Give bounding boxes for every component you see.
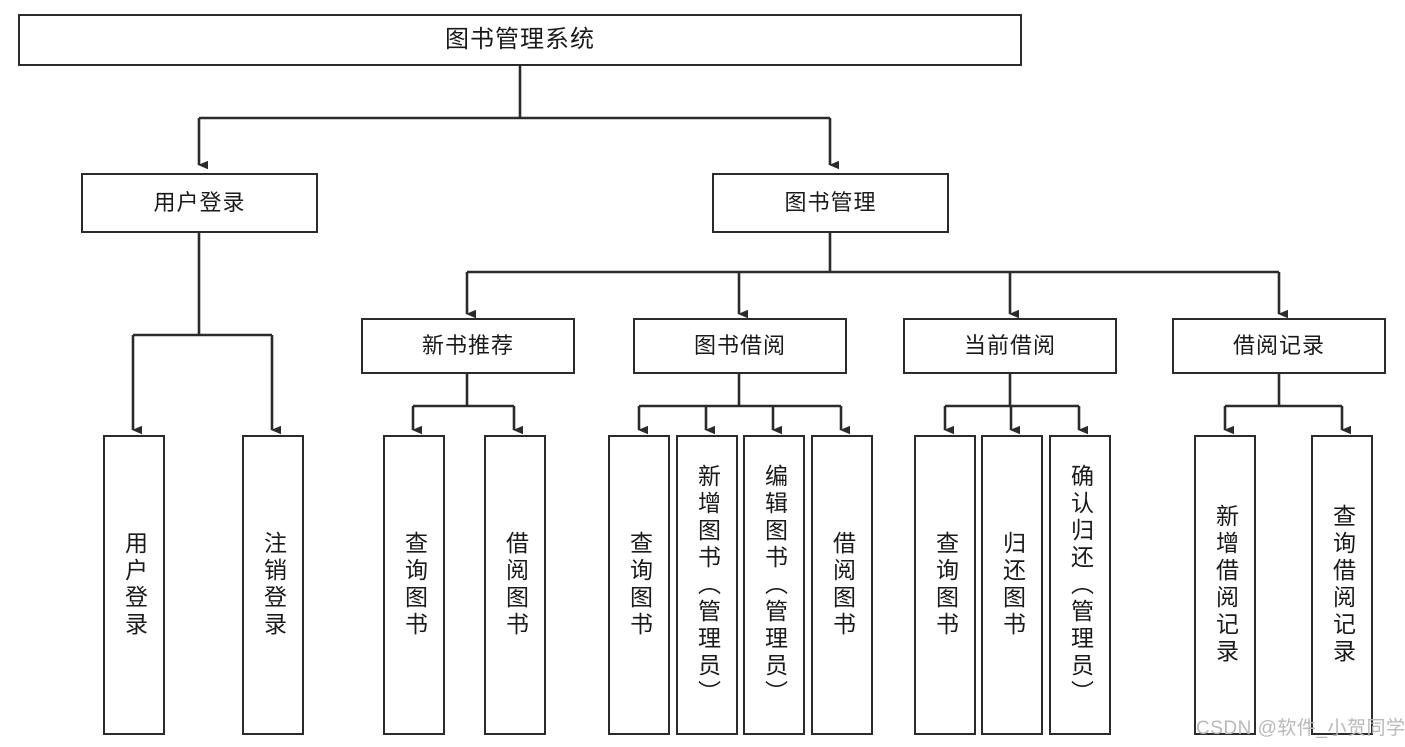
- node-label: 借阅记录: [1232, 333, 1325, 359]
- node-label: 新增图书（管理员）: [694, 463, 721, 707]
- node-label: 用户登录: [153, 190, 246, 216]
- node-leaf-user-login[interactable]: 用户登录: [103, 435, 165, 735]
- node-leaf-user-logout[interactable]: 注销登录: [242, 435, 304, 735]
- node-label: 图书管理: [784, 190, 877, 216]
- connector-borrow-record-to-leaves: [1223, 374, 1351, 435]
- connector-user-login-to-leaves: [131, 233, 281, 435]
- node-label: 图书借阅: [693, 333, 786, 359]
- node-label: 归还图书: [999, 531, 1026, 639]
- node-label: 借阅图书: [829, 531, 856, 639]
- node-label: 新书推荐: [421, 333, 514, 359]
- node-new-book-recommendation[interactable]: 新书推荐: [361, 318, 575, 374]
- node-leaf-query-borrow-record[interactable]: 查询借阅记录: [1311, 435, 1373, 735]
- node-leaf-return-book[interactable]: 归还图书: [981, 435, 1043, 735]
- node-label: 借阅图书: [502, 531, 529, 639]
- node-leaf-query-book-recommend[interactable]: 查询图书: [383, 435, 445, 735]
- node-leaf-add-borrow-record[interactable]: 新增借阅记录: [1194, 435, 1256, 735]
- node-user-login[interactable]: 用户登录: [81, 173, 318, 233]
- node-book-management[interactable]: 图书管理: [712, 173, 949, 233]
- connector-new-book-rec-to-leaves: [411, 374, 523, 435]
- node-label: 新增借阅记录: [1212, 504, 1239, 666]
- node-label: 查询图书: [401, 531, 428, 639]
- connector-current-borrow-to-leaves: [943, 374, 1088, 435]
- node-label: 查询图书: [626, 531, 653, 639]
- node-label: 用户登录: [121, 531, 148, 639]
- node-leaf-query-book-borrow[interactable]: 查询图书: [608, 435, 670, 735]
- node-book-borrowing[interactable]: 图书借阅: [633, 318, 847, 374]
- connector-book-borrow-to-leaves: [637, 374, 850, 435]
- node-leaf-borrow-book-borrow[interactable]: 借阅图书: [811, 435, 873, 735]
- node-leaf-confirm-return-admin[interactable]: 确认归还（管理员）: [1049, 435, 1111, 735]
- node-label: 图书管理系统: [445, 25, 595, 53]
- node-label: 查询图书: [932, 531, 959, 639]
- connector-book-manage-to-level2: [465, 233, 1288, 319]
- node-leaf-add-book-admin[interactable]: 新增图书（管理员）: [676, 435, 738, 735]
- node-leaf-borrow-book-recommend[interactable]: 借阅图书: [484, 435, 546, 735]
- csdn-watermark: CSDN @软件_小贺同学: [1196, 718, 1405, 739]
- node-leaf-query-book-current[interactable]: 查询图书: [914, 435, 976, 735]
- node-label: 查询借阅记录: [1329, 504, 1356, 666]
- node-label: 编辑图书（管理员）: [761, 463, 788, 707]
- node-label: 注销登录: [260, 531, 287, 639]
- node-label: 确认归还（管理员）: [1067, 463, 1094, 707]
- connector-root-to-level1: [197, 66, 839, 170]
- node-borrowing-record[interactable]: 借阅记录: [1172, 318, 1386, 374]
- node-root-book-management-system[interactable]: 图书管理系统: [18, 14, 1022, 66]
- node-current-borrowing[interactable]: 当前借阅: [903, 318, 1117, 374]
- node-leaf-edit-book-admin[interactable]: 编辑图书（管理员）: [743, 435, 805, 735]
- node-label: 当前借阅: [963, 333, 1056, 359]
